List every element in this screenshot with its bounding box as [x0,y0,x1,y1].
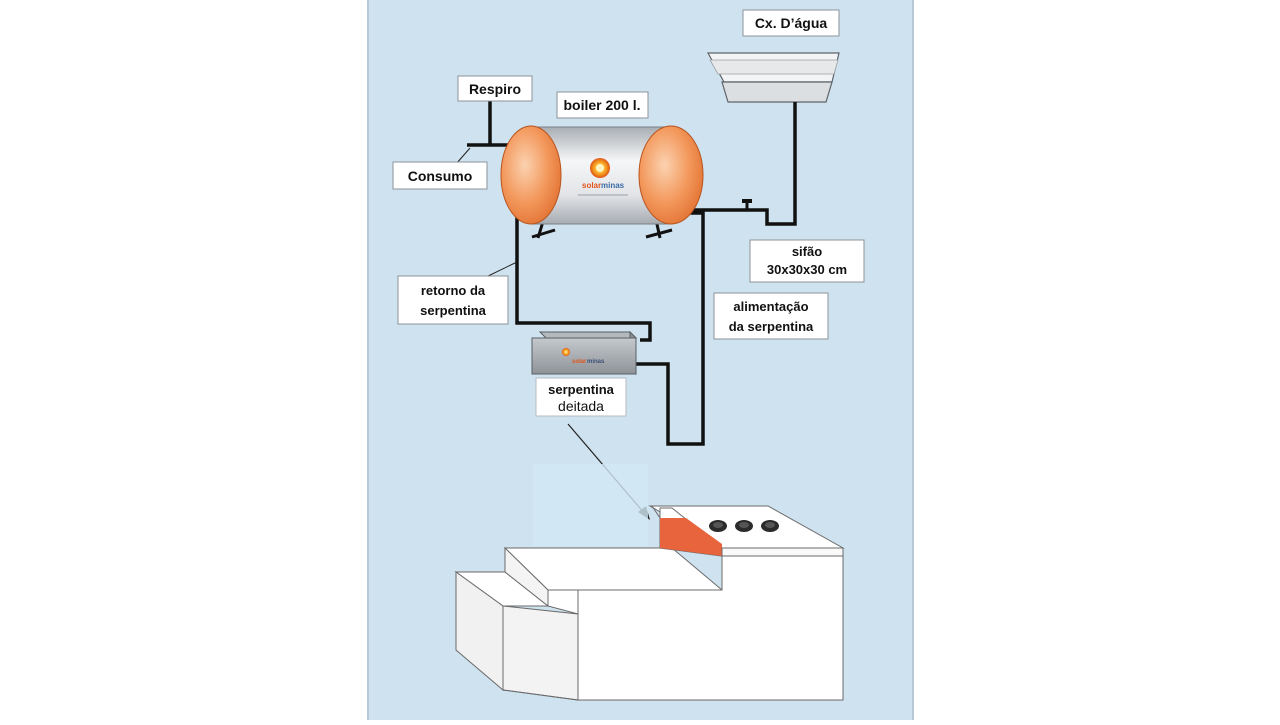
pipe-return-serpentina [515,171,652,342]
caixa-dagua-label-box: Cx. D’água [742,9,840,37]
retorno-label-box: retorno da serpentina [397,261,518,325]
sifao-label-line2: 30x30x30 cm [767,262,847,277]
serpentina-label-line2: deitada [558,398,604,414]
water-tank [706,52,840,103]
serpentina-logo-icon [562,348,570,356]
alimentacao-label-line1: alimentação [733,299,808,314]
retorno-label-line1: retorno da [421,283,486,298]
consumo-label: Consumo [408,168,473,184]
alimentacao-label-line2: da serpentina [729,319,814,334]
respiro-label-box: Respiro [457,75,533,102]
serpentina-logo-right: minas [587,359,605,365]
serpentina-label-box: serpentina deitada [535,377,627,417]
caixa-dagua-label: Cx. D’água [755,15,828,31]
serpentina-label-line1: serpentina [548,382,615,397]
boiler-label: boiler 200 l. [563,97,640,113]
consumo-label-box: Consumo [392,147,488,190]
serpentina-logo-left: solar [572,359,587,365]
stove [454,464,845,701]
respiro-label: Respiro [469,81,521,97]
firebox [660,518,722,556]
boiler-label-box: boiler 200 l. [556,91,649,119]
boiler-logo-left: solar [582,181,601,190]
boiler: solar minas [500,125,704,239]
sifao-label-line1: sifão [792,244,822,259]
pipe-feed-serpentina [636,211,705,446]
retorno-label-line2: serpentina [420,303,487,318]
sifao-label-box: sifão 30x30x30 cm [749,239,865,283]
boiler-logo-right: minas [601,181,625,190]
siphon-valve-cap [742,199,752,203]
alimentacao-label-box: alimentação da serpentina [713,292,829,340]
serpentina-box: solar minas [531,330,638,376]
